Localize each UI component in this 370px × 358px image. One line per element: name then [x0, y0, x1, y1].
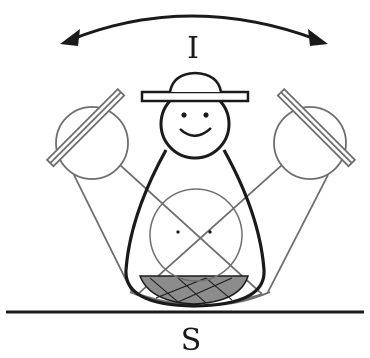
label-bottom: S	[181, 323, 202, 358]
gravity-point-left	[176, 230, 179, 233]
upright-head	[142, 73, 248, 158]
arrow-head-left	[60, 29, 80, 46]
gravity-point-right	[208, 230, 211, 233]
eye-right	[203, 112, 208, 117]
ghost-body-left	[74, 165, 262, 294]
hat-crown	[170, 73, 221, 92]
arrow-head-right	[308, 29, 328, 46]
ghost-body-right	[138, 165, 328, 294]
eye-left	[181, 112, 186, 117]
hat-brim	[142, 92, 248, 101]
label-top: I	[187, 31, 199, 66]
